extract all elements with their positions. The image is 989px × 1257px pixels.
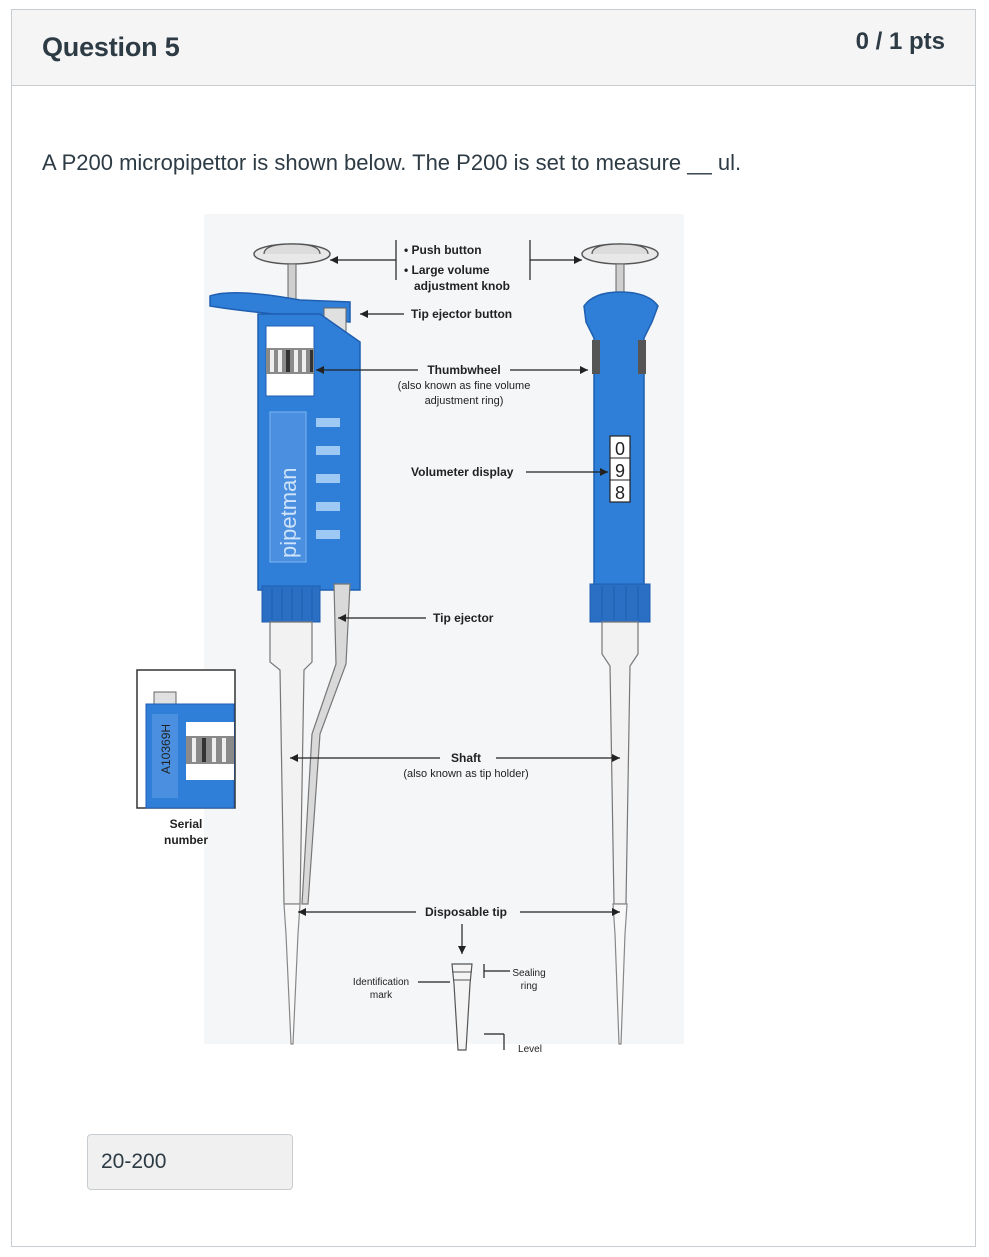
label-shaft-sub: (also known as tip holder) [403, 768, 528, 780]
label-tip-ejector: Tip ejector [433, 611, 494, 625]
label-large-knob-1: • Large volume [404, 263, 490, 277]
thumbwheel-icon [266, 348, 314, 374]
volumeter-digit-2: 9 [615, 461, 625, 481]
question-card: Question 5 0 / 1 pts A P200 micropipetto… [11, 9, 976, 1247]
label-large-knob-2: adjustment knob [414, 279, 510, 293]
question-points: 0 / 1 pts [855, 28, 945, 55]
question-text: A P200 micropipettor is shown below. The… [42, 150, 742, 175]
question-title: Question 5 [42, 32, 180, 62]
label-tip-ejector-button: Tip ejector button [411, 307, 512, 321]
label-identification-2: mark [370, 990, 393, 1001]
label-thumbwheel-sub-1: (also known as fine volume [398, 380, 531, 392]
label-push-button: • Push button [404, 243, 482, 257]
answer-value: 20-200 [101, 1150, 167, 1173]
label-level: Level [518, 1044, 542, 1054]
label-shaft: Shaft [451, 751, 481, 765]
answer-field[interactable]: 20-200 [87, 1134, 293, 1190]
volumeter-display [609, 435, 631, 503]
volumeter-digit-1: 0 [615, 439, 625, 459]
label-sealing-1: Sealing [512, 968, 545, 979]
label-disposable-tip: Disposable tip [425, 905, 507, 919]
label-sealing-2: ring [521, 981, 538, 992]
serial-label-2: number [164, 833, 208, 847]
label-volumeter: Volumeter display [411, 465, 514, 479]
callout-arrowheads [290, 256, 620, 954]
pipette-front-view: 0 9 8 [581, 243, 659, 1045]
pipettor-diagram-svg: pipetman [136, 214, 684, 1054]
serial-label-1: Serial [170, 817, 203, 831]
serial-code: A10369H [159, 724, 173, 774]
label-thumbwheel-sub-2: adjustment ring) [425, 395, 504, 407]
label-thumbwheel: Thumbwheel [427, 363, 500, 377]
label-identification-1: Identification [353, 977, 409, 988]
pipettor-diagram: pipetman [124, 214, 684, 1054]
serial-number-inset: A10369H [136, 669, 236, 809]
brand-label: pipetman [276, 467, 301, 558]
tip-detail [451, 963, 473, 1051]
question-header: Question 5 0 / 1 pts [12, 10, 975, 86]
pipette-side-view: pipetman [209, 243, 361, 1045]
volumeter-digit-3: 8 [615, 483, 625, 503]
